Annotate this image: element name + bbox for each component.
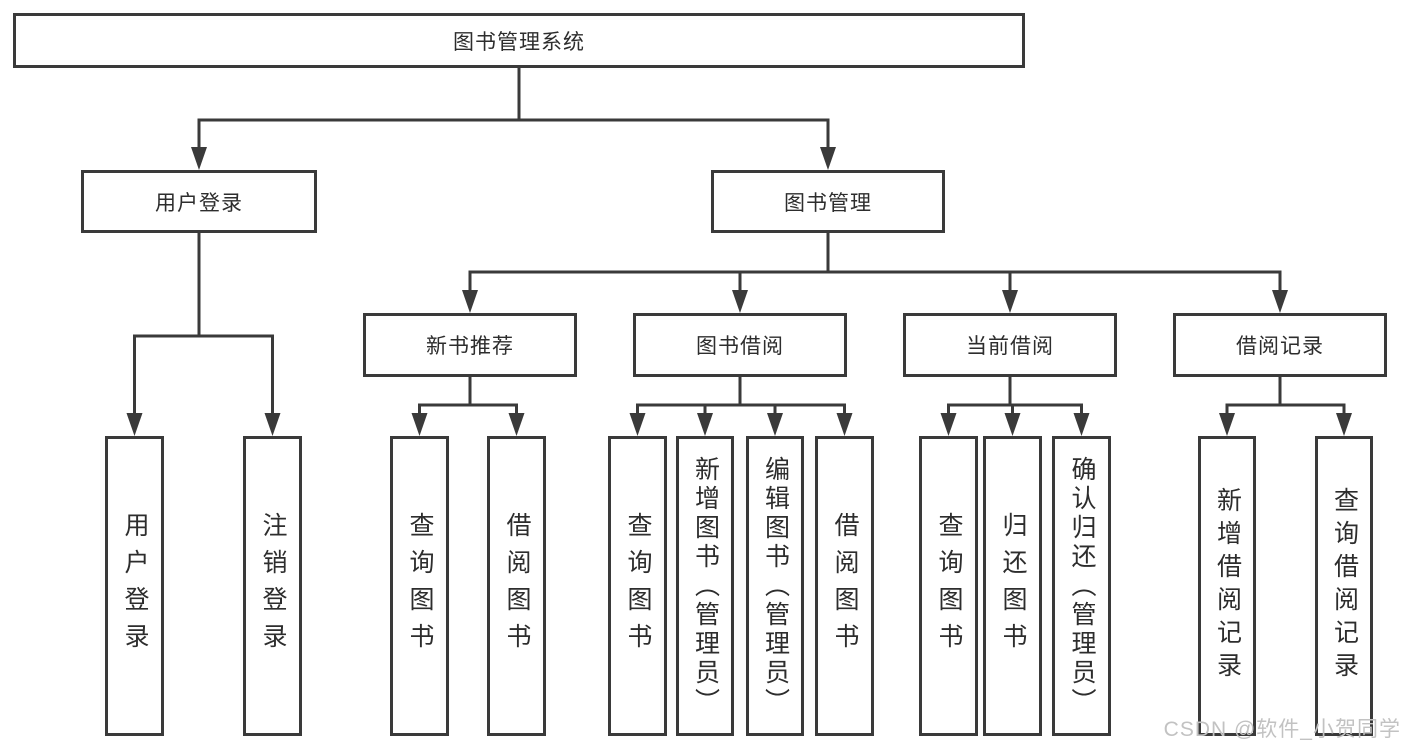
node-leaf-add-books-admin: 新增图书（管理员）	[676, 436, 734, 736]
node-label: 查询图书	[406, 512, 434, 660]
node-label: 新书推荐	[426, 335, 514, 358]
node-label: 查询借阅记录	[1330, 487, 1359, 685]
node-label: 归还图书	[999, 512, 1027, 660]
node-leaf-borrow-books-2: 借阅图书	[815, 436, 874, 736]
connector-paths	[133, 67, 1346, 416]
node-leaf-borrow-books-1: 借阅图书	[487, 436, 546, 736]
node-leaf-return-books: 归还图书	[983, 436, 1042, 736]
node-label: 新增借阅记录	[1213, 487, 1242, 685]
node-label: 确认归还（管理员）	[1068, 455, 1096, 717]
node-label: 图书管理系统	[453, 30, 585, 54]
node-label: 查询图书	[624, 512, 652, 660]
arrowhead-icons	[126, 147, 1352, 436]
node-label: 借阅记录	[1236, 335, 1324, 358]
node-leaf-logout: 注销登录	[243, 436, 302, 736]
node-leaf-edit-books-admin: 编辑图书（管理员）	[746, 436, 804, 736]
node-label: 编辑图书（管理员）	[761, 455, 790, 717]
node-label: 新增图书（管理员）	[691, 455, 720, 717]
node-label: 图书借阅	[696, 335, 784, 358]
node-leaf-query-books-3: 查询图书	[919, 436, 978, 736]
node-leaf-query-books-2: 查询图书	[608, 436, 667, 736]
node-label: 当前借阅	[966, 335, 1054, 358]
node-book-management: 图书管理	[711, 170, 945, 233]
node-label: 图书管理	[784, 191, 872, 215]
node-label: 注销登录	[259, 512, 287, 660]
node-user-login: 用户登录	[81, 170, 317, 233]
node-leaf-user-login: 用户登录	[105, 436, 164, 736]
node-leaf-query-borrow-record: 查询借阅记录	[1315, 436, 1373, 736]
node-label: 借阅图书	[831, 512, 859, 660]
node-new-book-recommendation: 新书推荐	[363, 313, 577, 377]
node-label: 查询图书	[935, 512, 963, 660]
node-leaf-add-borrow-record: 新增借阅记录	[1198, 436, 1256, 736]
node-label: 用户登录	[121, 512, 149, 660]
node-book-borrowing: 图书借阅	[633, 313, 847, 377]
node-leaf-confirm-return-admin: 确认归还（管理员）	[1052, 436, 1111, 736]
node-borrowing-records: 借阅记录	[1173, 313, 1387, 377]
node-label: 用户登录	[155, 191, 243, 215]
csdn-watermark: CSDN @软件_小贺同学	[1163, 718, 1401, 741]
node-current-borrowing: 当前借阅	[903, 313, 1117, 377]
node-library-management-system: 图书管理系统	[13, 13, 1025, 68]
node-label: 借阅图书	[503, 512, 531, 660]
node-leaf-query-books-1: 查询图书	[390, 436, 449, 736]
